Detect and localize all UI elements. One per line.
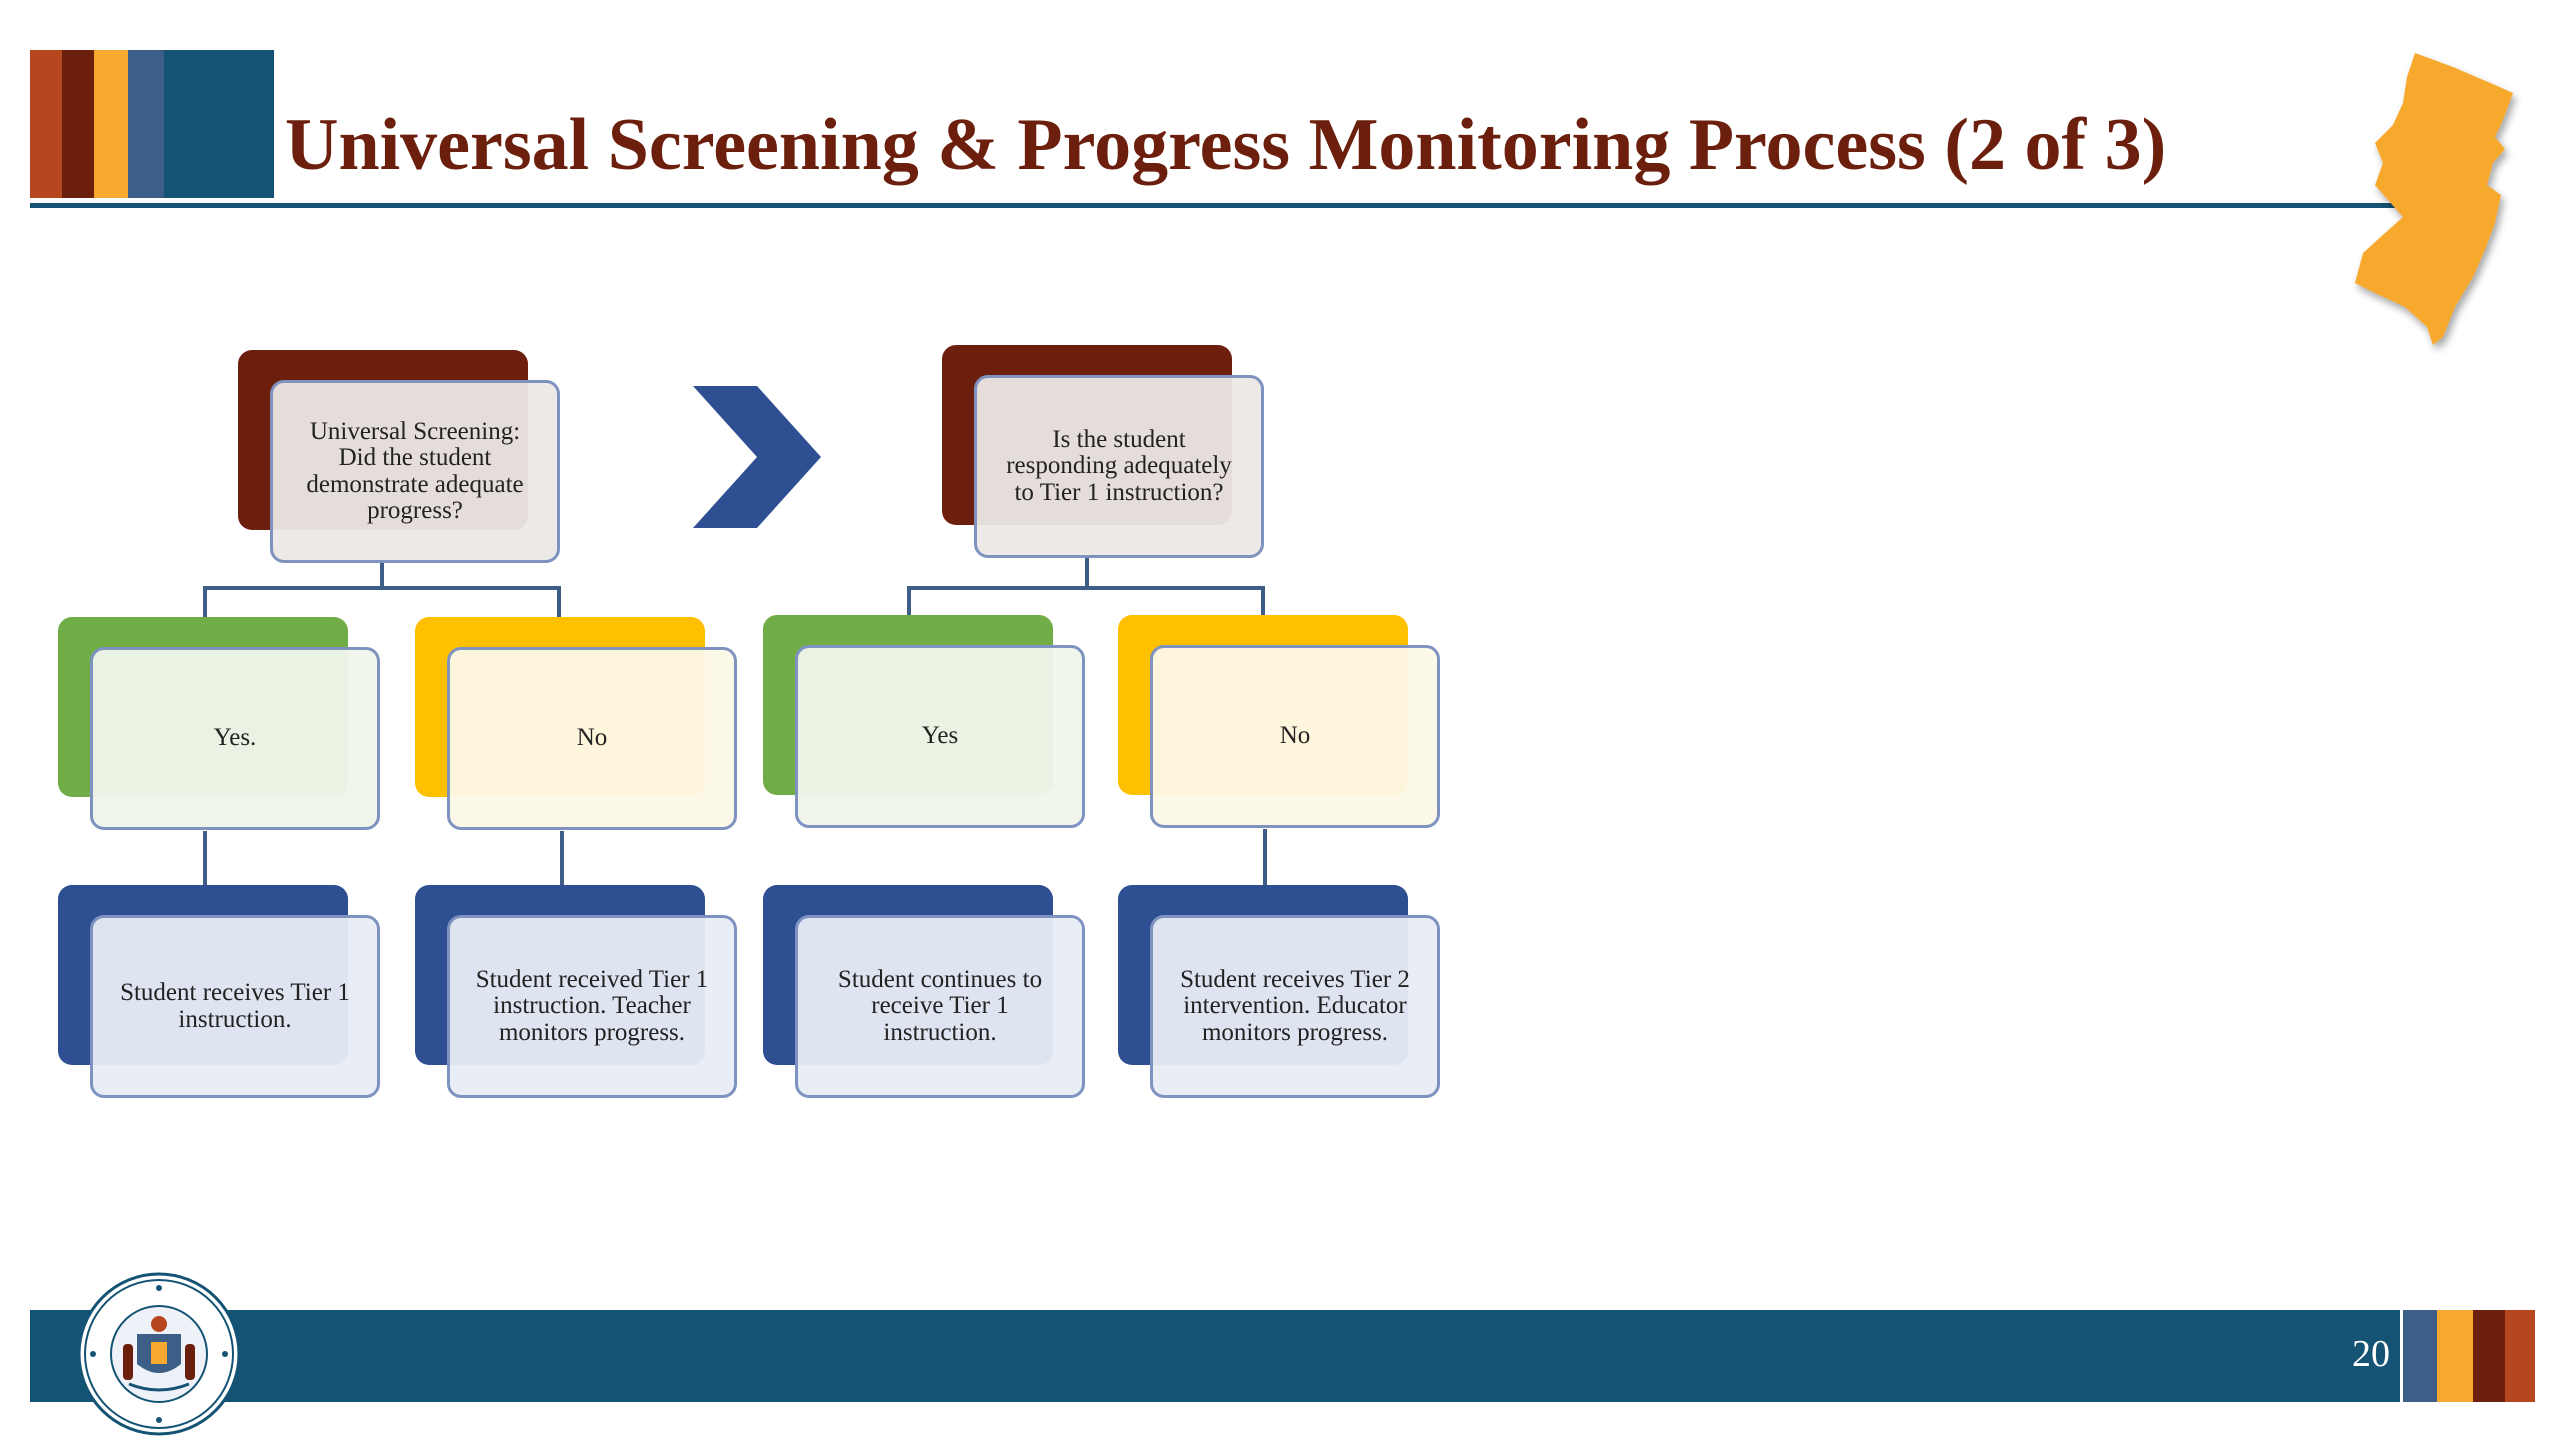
node-text: Student receives Tier 2 intervention. Ed…	[1180, 966, 1410, 1046]
right-root-node: Is the student responding adequately to …	[942, 345, 1264, 558]
connector	[1263, 829, 1267, 886]
connector	[560, 831, 564, 886]
footer-stripe-maroon	[2473, 1310, 2505, 1402]
header-stripe-navy	[164, 50, 274, 198]
right-no-node: No	[1118, 615, 1440, 828]
connector	[203, 586, 561, 590]
left-root-node: Universal Screening: Did the student dem…	[238, 350, 560, 563]
node-box: No	[1150, 645, 1440, 828]
right-yes-outcome-node: Student continues to receive Tier 1 inst…	[763, 885, 1085, 1098]
header-stripe-orange	[30, 50, 62, 198]
right-yes-node: Yes	[763, 615, 1085, 828]
header-stripe-slate	[128, 50, 164, 198]
left-no-node: No	[415, 617, 737, 830]
footer-stripe-gold	[2437, 1310, 2473, 1402]
node-box: Yes.	[90, 647, 380, 830]
connector	[380, 563, 384, 588]
title-underline	[30, 203, 2430, 208]
header-stripe-gold	[94, 50, 128, 198]
connector	[907, 586, 1265, 590]
node-box: Student received Tier 1 instruction. Tea…	[447, 915, 737, 1098]
node-box: Student receives Tier 1 instruction.	[90, 915, 380, 1098]
right-no-outcome-node: Student receives Tier 2 intervention. Ed…	[1118, 885, 1440, 1098]
connector	[203, 586, 207, 646]
node-box: Student receives Tier 2 intervention. Ed…	[1150, 915, 1440, 1098]
node-text: No	[576, 724, 608, 752]
left-yes-node: Yes.	[58, 617, 380, 830]
footer-stripe-orange	[2505, 1310, 2535, 1402]
footer-bar	[30, 1310, 2400, 1402]
left-yes-outcome-node: Student receives Tier 1 instruction.	[58, 885, 380, 1098]
node-text: Student receives Tier 1 instruction.	[120, 979, 350, 1033]
connector	[203, 831, 207, 886]
node-text: Student received Tier 1 instruction. Tea…	[475, 966, 709, 1046]
page-number: 20	[2352, 1333, 2390, 1375]
node-text: Student continues to receive Tier 1 inst…	[837, 966, 1043, 1046]
node-box: Is the student responding adequately to …	[974, 375, 1264, 558]
nj-department-of-education-seal	[77, 1272, 241, 1436]
new-jersey-map-icon	[2355, 53, 2513, 345]
node-text: Yes.	[213, 724, 257, 752]
node-text: No	[1279, 722, 1311, 750]
header-stripe-maroon	[62, 50, 94, 198]
node-box: Yes	[795, 645, 1085, 828]
slide-title: Universal Screening & Progress Monitorin…	[285, 104, 2167, 186]
footer-stripe-slate	[2403, 1310, 2437, 1402]
node-box: No	[447, 647, 737, 830]
node-text: Is the student responding adequately to …	[1006, 426, 1232, 506]
node-box: Student continues to receive Tier 1 inst…	[795, 915, 1085, 1098]
connector	[1085, 558, 1089, 588]
node-text: Universal Screening: Did the student dem…	[306, 418, 524, 524]
node-box: Universal Screening: Did the student dem…	[270, 380, 560, 563]
left-no-outcome-node: Student received Tier 1 instruction. Tea…	[415, 885, 737, 1098]
node-text: Yes	[921, 722, 959, 750]
chevron-right-icon	[693, 386, 821, 528]
connector	[557, 586, 561, 646]
